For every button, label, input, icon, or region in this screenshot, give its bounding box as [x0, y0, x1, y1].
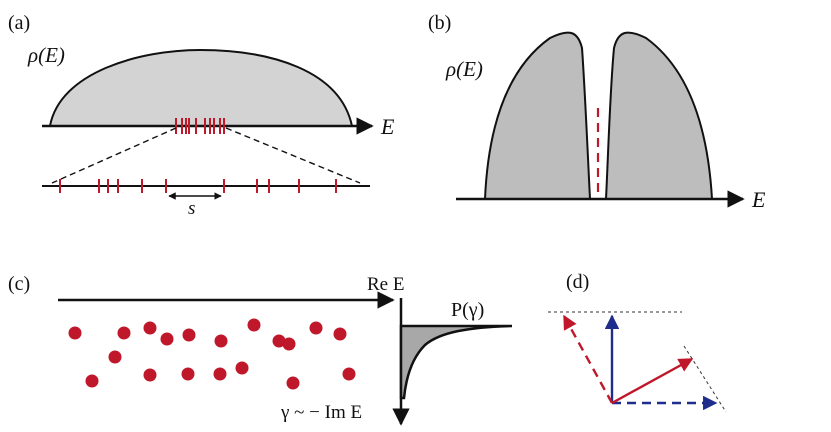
resonance-point — [143, 321, 157, 335]
resonance-point — [247, 318, 261, 332]
resonance-point — [182, 328, 196, 342]
resonance-point — [160, 332, 174, 346]
panel-a-density-label: ρ(E) — [27, 43, 65, 67]
panel-a-zoom-line-left — [51, 127, 177, 184]
resonance-point — [342, 367, 356, 381]
panel-b-axis-label: E — [751, 187, 766, 212]
resonance-point — [213, 367, 227, 381]
panel-c-im-axis-label: γ ~ − Im E — [280, 402, 362, 423]
resonance-point — [309, 321, 323, 335]
panel-b-tag: (b) — [428, 12, 451, 34]
panel-c-resonances — [68, 318, 356, 390]
resonance-point — [235, 361, 249, 375]
resonance-point — [282, 337, 296, 351]
panel-a-level-cluster — [175, 118, 225, 134]
resonance-point — [117, 326, 131, 340]
panel-a-tag: (a) — [8, 12, 30, 34]
panel-a-spacing-label: s — [188, 198, 195, 219]
panel-a-zoomed-levels — [59, 179, 337, 193]
panel-d-tag: (d) — [566, 271, 589, 293]
resonance-point — [272, 334, 286, 348]
resonance-point — [214, 334, 228, 348]
resonance-point — [333, 327, 347, 341]
panel-d-red-solid-arrow — [611, 357, 694, 405]
panel-b-density-label: ρ(E) — [445, 57, 483, 81]
panel-b-left-lobe — [483, 31, 592, 200]
resonance-point — [143, 368, 157, 382]
resonance-point — [108, 350, 122, 364]
panel-c: (c) Re E P(γ) γ ~ − Im E — [8, 273, 513, 426]
panel-d-red-dashed-arrow — [562, 314, 614, 404]
resonance-point — [286, 376, 300, 390]
resonance-point — [85, 374, 99, 388]
panel-a: (a) ρ(E) E — [8, 12, 395, 219]
panel-b: (b) ρ(E) E — [428, 12, 766, 212]
resonance-point — [181, 367, 195, 381]
resonance-point — [68, 326, 82, 340]
panel-c-dist-label: P(γ) — [451, 299, 484, 321]
panel-a-density-curve — [48, 48, 354, 127]
panel-c-tag: (c) — [8, 273, 30, 295]
panel-c-re-axis-label: Re E — [367, 274, 404, 295]
panel-b-right-lobe — [604, 31, 714, 200]
panel-d: (d) — [548, 271, 727, 413]
panel-a-axis-label: E — [380, 114, 395, 139]
panel-d-guide-diag — [683, 345, 727, 413]
panel-c-width-distribution — [399, 324, 513, 400]
panel-a-zoom-line-right — [225, 127, 361, 184]
